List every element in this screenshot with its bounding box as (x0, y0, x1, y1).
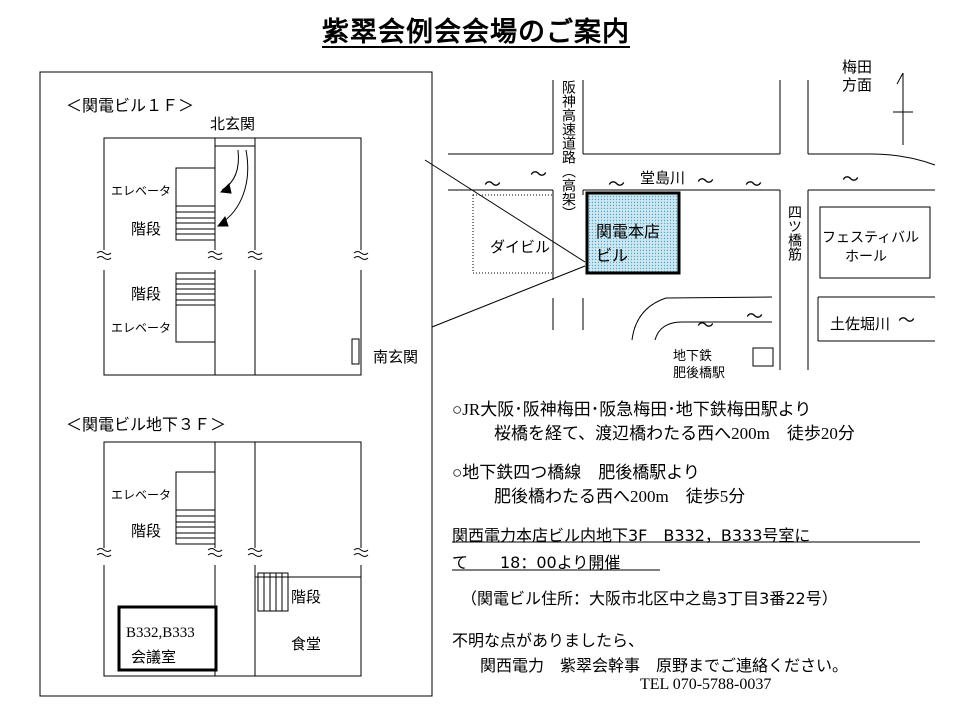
route1-line2: 桜橋を経て、渡辺橋わたる西へ200m 徒歩20分 (494, 424, 855, 443)
wave-mark: ～ (530, 165, 547, 185)
contact-line2: 関西電力 紫翠会幹事 原野までご連絡ください。 (480, 656, 849, 675)
wave-mark: ～ (898, 311, 915, 331)
south-entrance-label: 南玄関 (373, 348, 419, 366)
cafeteria-label: 食堂 (291, 635, 322, 653)
floor-1f-plan (103, 137, 362, 376)
floor-plan-frame (39, 71, 433, 697)
route1-line1: ○JR大阪･阪神梅田･阪急梅田･地下鉄梅田駅より (452, 400, 812, 419)
meeting-room-box (117, 605, 218, 672)
festival-label-2: ホール (845, 249, 887, 265)
yotsubashi-label: 四ツ橋筋 (786, 205, 802, 261)
page-title: 紫翠会例会会場のご案内 (322, 17, 630, 48)
wave-mark: ～ (746, 307, 763, 327)
subway-label-2: 肥後橋駅 (673, 366, 726, 381)
telephone-number: TEL 070-5788-0037 (640, 676, 772, 693)
umeda-label-1: 梅田 (842, 58, 873, 76)
stairs-label-1f-bottom: 階段 (131, 285, 162, 303)
wave-mark: ～ (484, 175, 501, 195)
stairs-label-1f-top: 階段 (131, 220, 162, 238)
wave-mark: ～ (842, 170, 859, 190)
meeting-room-code: B332,B333 (126, 625, 195, 641)
festival-label-1: フェスティバル (822, 230, 920, 246)
area-map (448, 72, 936, 370)
stairs-label-b3: 階段 (131, 522, 162, 540)
venue-line2: て 18：00より開催 (452, 553, 621, 572)
wave-mark: ～ (745, 175, 762, 195)
callout-lower (431, 265, 586, 328)
subway-label-1: 地下鉄 (673, 349, 713, 364)
umeda-label-2: 方面 (842, 76, 873, 94)
floor-b3-heading: ＜関電ビル地下３Ｆ＞ (66, 415, 227, 434)
wave-mark: ～ (697, 316, 714, 336)
callout-upper (424, 159, 586, 263)
elevator-label-1f-bottom: エレベータ (111, 321, 172, 335)
floor-1f-heading: ＜関電ビル１Ｆ＞ (66, 96, 195, 115)
dojima-river-label: 堂島川 (640, 169, 686, 187)
elevator-label-1f-top: エレベータ (111, 184, 172, 198)
stairs-label-cafeteria: 階段 (291, 588, 322, 606)
wave-mark: ～ (697, 172, 714, 192)
meeting-room-label: 会議室 (131, 648, 177, 666)
kanden-building (585, 191, 681, 275)
elevator-label-b3: エレベータ (111, 488, 172, 502)
break-marks (96, 251, 369, 557)
floor-b3-plan (103, 441, 362, 677)
contact-line1: 不明な点がありましたら、 (452, 631, 645, 650)
wave-mark: ～ (608, 175, 625, 195)
kanden-label-2: ビル (596, 246, 629, 265)
highway-label: 阪神高速道路（高架） (560, 80, 576, 220)
kanden-label-1: 関電本店 (596, 222, 661, 241)
route2-line2: 肥後橋わたる西へ200m 徒歩5分 (494, 487, 746, 506)
dai-building-label: ダイビル (490, 238, 551, 256)
route2-line1: ○地下鉄四つ橋線 肥後橋駅より (452, 463, 700, 482)
tosabori-label: 土佐堀川 (830, 315, 891, 333)
venue-line1: 関西電力本店ビル内地下3F B332，B333号室に (452, 526, 811, 545)
address-line: （関電ビル住所：大阪市北区中之島3丁目3番22号） (461, 589, 838, 608)
north-entrance-label: 北玄関 (210, 115, 256, 133)
